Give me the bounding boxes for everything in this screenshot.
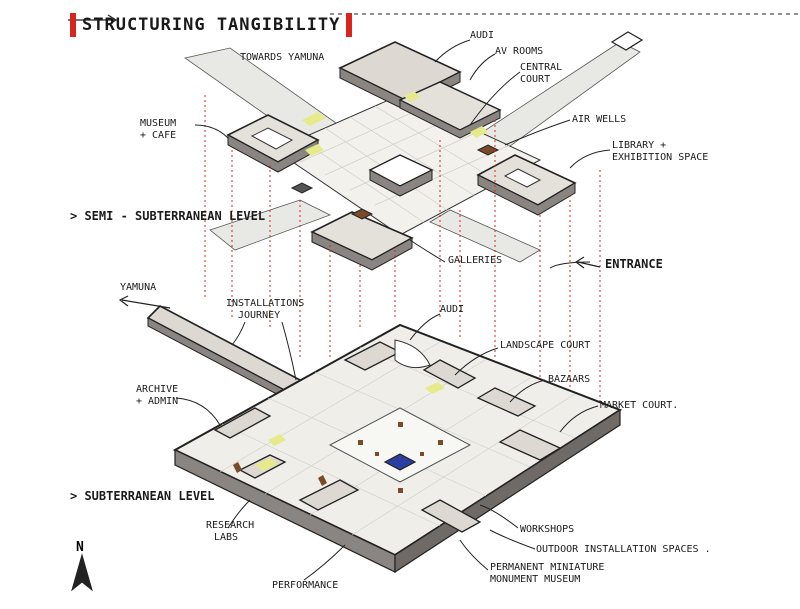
yellow-accent-4 xyxy=(470,126,488,138)
central-blue-pool xyxy=(383,453,417,471)
lower-level xyxy=(118,295,623,574)
label-galleries: GALLERIES xyxy=(448,255,503,266)
lower-yellow-3 xyxy=(268,434,286,446)
yellow-accent-3 xyxy=(404,91,420,102)
lower-brown-1 xyxy=(233,462,242,473)
lower-brown-2 xyxy=(318,475,327,486)
label-semi-subterranean: > SEMI - SUBTERRANEAN LEVEL xyxy=(70,209,266,223)
label-museum-cafe: MUSEUM + CAFE xyxy=(140,118,176,142)
galleries-side xyxy=(311,231,413,271)
label-library: LIBRARY + EXHIBITION SPACE xyxy=(612,140,708,164)
entrance-arrow xyxy=(574,256,601,269)
label-yamuna: YAMUNA xyxy=(120,282,157,293)
air-well-2 xyxy=(476,144,500,156)
court-pillars xyxy=(358,422,443,493)
label-audi-lower: AUDI xyxy=(440,304,465,315)
library-courtyard xyxy=(503,168,542,188)
label-performance: PERFORMANCE xyxy=(272,580,339,591)
projection-lines xyxy=(204,95,601,420)
research-line1: RESEARCH xyxy=(206,520,255,531)
lower-yellow-2 xyxy=(425,382,445,394)
museum-courtyard xyxy=(250,127,294,150)
installations-line2: JOURNEY xyxy=(238,310,281,321)
label-air-wells: AIR WELLS xyxy=(572,114,627,125)
label-landscape-court: LANDSCAPE COURT xyxy=(500,340,591,351)
label-research-labs: RESEARCH LABS xyxy=(206,520,254,544)
installations-line1: INSTALLATIONS xyxy=(226,298,305,309)
permanent-line1: PERMANENT MINIATURE xyxy=(490,562,605,573)
label-outdoor-installation: OUTDOOR INSTALLATION SPACES . xyxy=(536,544,711,555)
label-workshops: WORKSHOPS xyxy=(520,524,575,535)
entrance-gate xyxy=(610,31,644,51)
air-well-1 xyxy=(290,182,314,194)
label-installations-journey: INSTALLATIONS JOURNEY xyxy=(226,298,304,322)
library-line1: LIBRARY + xyxy=(612,140,667,151)
title-block: STRUCTURING TANGIBILITY xyxy=(70,12,353,38)
archive-line2: + ADMIN xyxy=(136,396,179,407)
label-bazaars: BAZAARS xyxy=(548,374,591,385)
title-bar-left xyxy=(70,13,76,37)
north-label: N xyxy=(76,540,84,555)
label-subterranean: > SUBTERRANEAN LEVEL xyxy=(70,489,215,503)
av-rooms-side xyxy=(399,99,501,139)
label-av-rooms: AV ROOMS xyxy=(495,46,544,57)
road-lower-right xyxy=(429,209,541,263)
museum-line1: MUSEUM xyxy=(140,118,177,129)
yellow-accent-2 xyxy=(305,144,324,156)
label-market-court: MARKET COURT. xyxy=(600,400,679,411)
leader-lines xyxy=(175,39,611,581)
label-archive-admin: ARCHIVE + ADMIN xyxy=(136,384,178,408)
label-towards-yamuna: TOWARDS YAMUNA xyxy=(240,52,325,63)
yamuna-arrow xyxy=(118,295,171,309)
label-audi-upper: AUDI xyxy=(470,30,495,41)
air-well-3 xyxy=(350,208,374,220)
platform-side-right xyxy=(394,408,621,574)
central-court-line2: COURT xyxy=(520,74,551,85)
library-side xyxy=(477,174,576,216)
page-title: STRUCTURING TANGIBILITY xyxy=(82,15,341,35)
label-central-court: CENTRAL COURT xyxy=(520,62,562,86)
market-central-court xyxy=(328,407,472,483)
library-line2: EXHIBITION SPACE xyxy=(612,152,709,163)
lower-yellow-1 xyxy=(255,458,278,471)
landscape-court-curve xyxy=(394,339,431,369)
title-bar-right xyxy=(346,13,353,37)
upper-central-box-side xyxy=(369,169,433,197)
central-court-line1: CENTRAL xyxy=(520,62,563,73)
permanent-line2: MONUMENT MUSEUM xyxy=(490,574,581,585)
research-line2: LABS xyxy=(214,532,239,543)
north-arrow-icon xyxy=(71,553,93,592)
upper-level xyxy=(184,31,644,271)
museum-line2: + CAFE xyxy=(140,130,177,141)
label-entrance: ENTRANCE xyxy=(605,257,663,271)
label-permanent-museum: PERMANENT MINIATURE MONUMENT MUSEUM xyxy=(490,562,604,586)
archive-line1: ARCHIVE xyxy=(136,384,179,395)
yellow-accent-1 xyxy=(302,112,326,126)
